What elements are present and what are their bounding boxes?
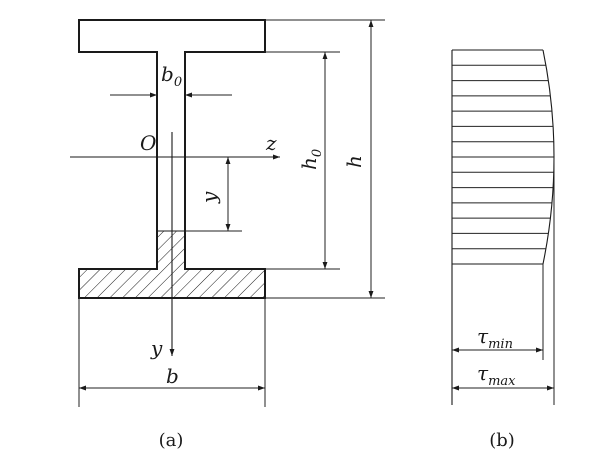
y-axis-label: y xyxy=(150,336,163,360)
b-dimension: b xyxy=(78,298,266,407)
origin-label: O xyxy=(140,131,156,155)
caption-a: (a) xyxy=(159,430,184,451)
b0-label: b0 xyxy=(161,62,182,90)
y-dimension-label: y xyxy=(197,191,221,204)
b0-dimension: b0 xyxy=(110,62,232,98)
h-dimension: h xyxy=(265,19,385,299)
tau-min-label: τmin xyxy=(477,324,513,352)
stress-hatch-lines xyxy=(452,64,554,250)
h0-dimension: h0 xyxy=(265,51,340,270)
z-axis-label: z xyxy=(265,131,277,155)
b-label: b xyxy=(166,364,179,388)
y-dimension: y xyxy=(185,157,242,232)
caption-b: (b) xyxy=(489,430,515,451)
shear-stress-diagram: τmin τmax xyxy=(451,49,555,405)
h0-label: h0 xyxy=(297,149,325,170)
h-label: h xyxy=(342,155,366,168)
tau-max-label: τmax xyxy=(477,361,516,389)
